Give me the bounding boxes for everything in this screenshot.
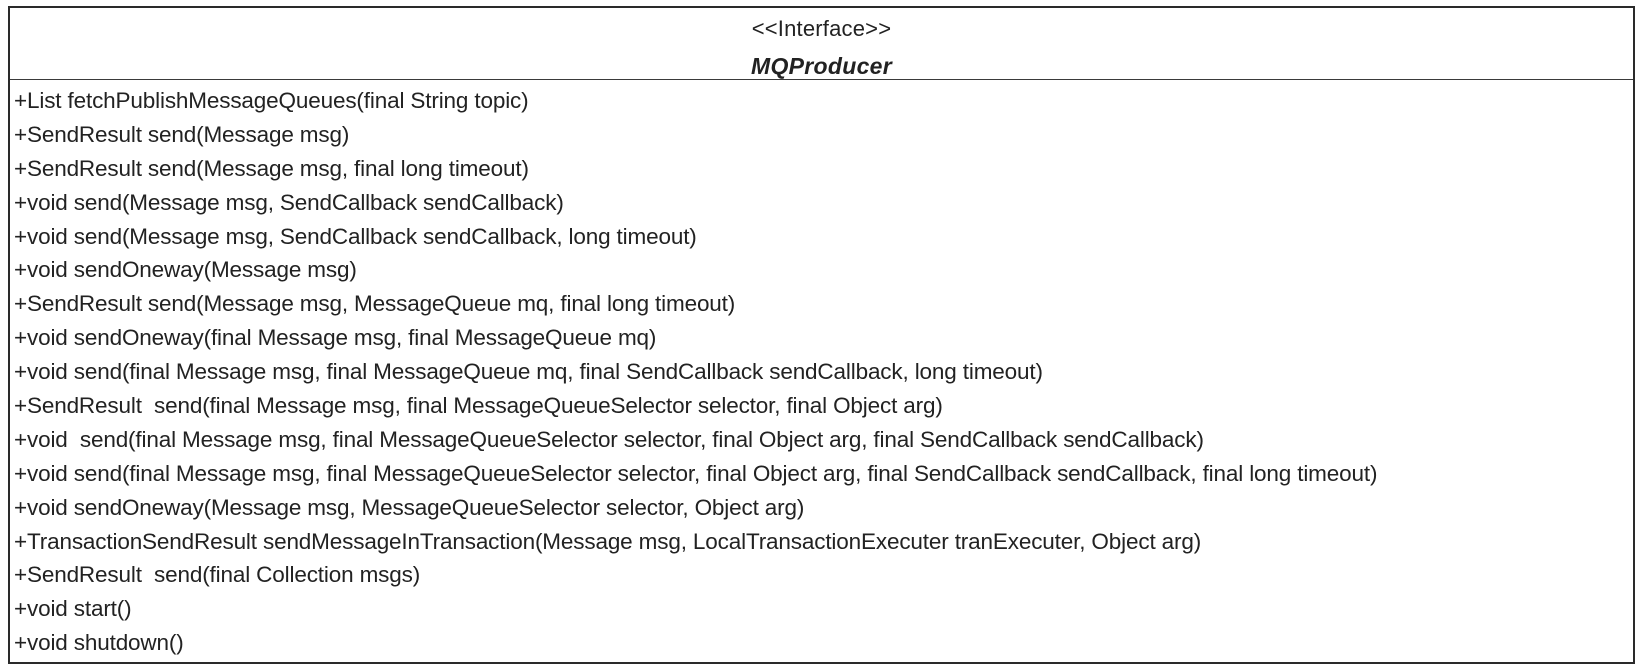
uml-class-box: <<Interface>> MQProducer +List fetchPubl…: [8, 6, 1635, 664]
method-shutdown: +void shutdown(): [14, 630, 184, 656]
method-send-msg-selector-arg: +SendResult send(final Message msg, fina…: [14, 393, 943, 419]
method-send-msg: +SendResult send(Message msg): [14, 121, 350, 147]
method-list: +List fetchPublishMessageQueues(final St…: [10, 80, 1633, 660]
method-send-oneway-msg: +void sendOneway(Message msg): [14, 257, 357, 283]
method-send-msg-selector-arg-callback: +void send(final Message msg, final Mess…: [14, 426, 1204, 452]
method-send-msg-mq-timeout: +SendResult send(Message msg, MessageQue…: [14, 291, 736, 317]
method-send-oneway-msg-mq: +void sendOneway(final Message msg, fina…: [14, 325, 657, 351]
method-send-msg-selector-arg-callback-timeout: +void send(final Message msg, final Mess…: [14, 460, 1378, 486]
method-send-msg-timeout: +SendResult send(Message msg, final long…: [14, 155, 529, 181]
method-send-msg-mq-callback-timeout: +void send(final Message msg, final Mess…: [14, 359, 1043, 385]
method-send-msg-callback-timeout: +void send(Message msg, SendCallback sen…: [14, 223, 697, 249]
method-fetch-publish-message-queues: +List fetchPublishMessageQueues(final St…: [14, 88, 529, 113]
method-start: +void start(): [14, 596, 132, 622]
class-name: MQProducer: [750, 53, 893, 79]
method-send-message-in-transaction: +TransactionSendResult sendMessageInTran…: [14, 528, 1202, 554]
class-stereotype: <<Interface>>: [751, 16, 892, 41]
class-header: <<Interface>> MQProducer: [10, 8, 1633, 80]
method-send-oneway-msg-selector-arg: +void sendOneway(Message msg, MessageQue…: [14, 494, 805, 520]
method-send-msg-callback: +void send(Message msg, SendCallback sen…: [14, 189, 564, 215]
method-send-collection: +SendResult send(final Collection msgs): [14, 562, 421, 588]
